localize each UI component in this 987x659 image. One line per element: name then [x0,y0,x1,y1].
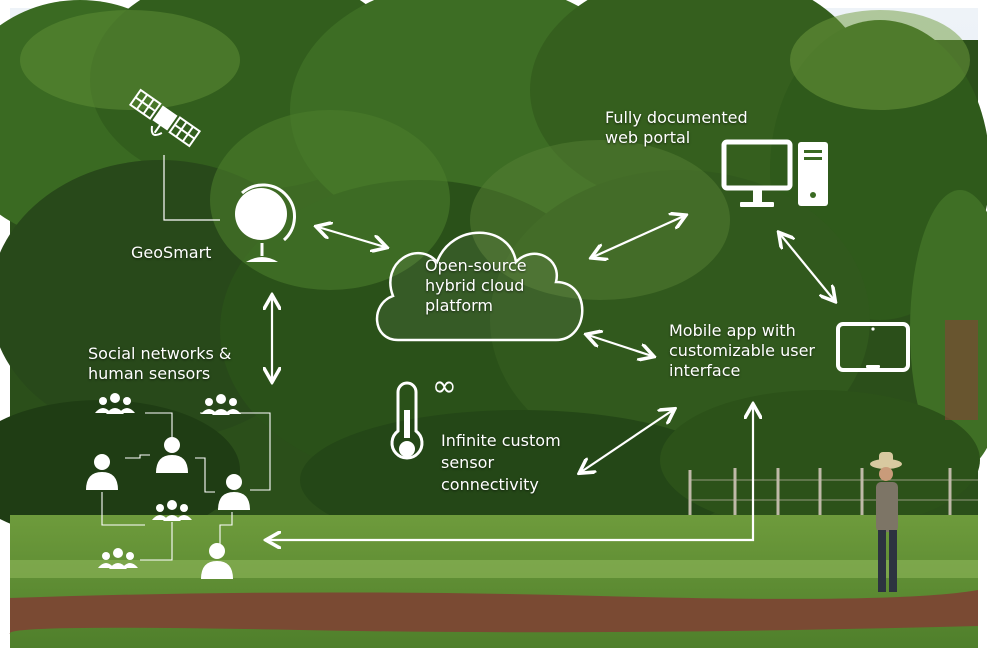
social-label-line-1: Social networks & [88,344,232,363]
arrow-cloud-portal [593,216,684,257]
cloud-icon [375,231,584,342]
group-icon [95,393,135,414]
mobile-app-label-line-2: customizable user [669,341,815,360]
cloud-label-line-2: hybrid cloud [425,276,525,295]
web-portal-label-line-2: web portal [605,128,691,147]
arrow-cloud-mobile [588,335,652,356]
person-icon [201,543,233,579]
farmer [870,452,902,592]
connectors [163,155,834,540]
sensor-label-line-1: Infinite custom [441,431,561,450]
web-portal-label-line-1: Fully documented [605,108,748,127]
thermometer-icon [390,381,424,460]
arrow-geosmart-cloud [318,227,385,247]
tablet-icon [836,322,910,372]
cloud-label: Open-source hybrid cloud platform [425,256,527,316]
soil-row [9,590,978,634]
arrow-portal-tablet [780,234,834,300]
mobile-app-label-line-1: Mobile app with [669,321,796,340]
satellite-link-line [163,155,220,221]
mobile-app-label: Mobile app with customizable user interf… [669,321,815,381]
sensor-label-line-2: sensor [441,453,495,472]
group-icon [98,548,138,569]
geosmart-label: GeoSmart [131,243,211,263]
person-icon [218,474,250,510]
cloud-label-line-3: platform [425,296,493,315]
person-icon [156,437,188,473]
infinity-icon: ∞ [432,369,457,404]
sensor-label-line-3: connectivity [441,475,539,494]
web-portal-label: Fully documented web portal [605,108,748,148]
group-icon [201,394,241,415]
satellite-icon [128,88,202,148]
field-stripe [10,560,978,578]
cloud-label-line-1: Open-source [425,256,527,275]
group-icon [152,500,192,521]
people-icon [86,393,250,579]
desktop-computer-icon [721,139,828,207]
mobile-app-label-line-3: interface [669,361,741,380]
house-wall [945,320,978,420]
arrow-mobile-social [268,406,753,540]
social-label: Social networks & human sensors [88,344,231,384]
geosmart-label-text: GeoSmart [131,243,212,262]
globe-icon [235,183,297,262]
social-label-line-2: human sensors [88,364,211,383]
person-icon [86,454,118,490]
sensor-label: Infinite custom sensor connectivity [441,430,561,496]
